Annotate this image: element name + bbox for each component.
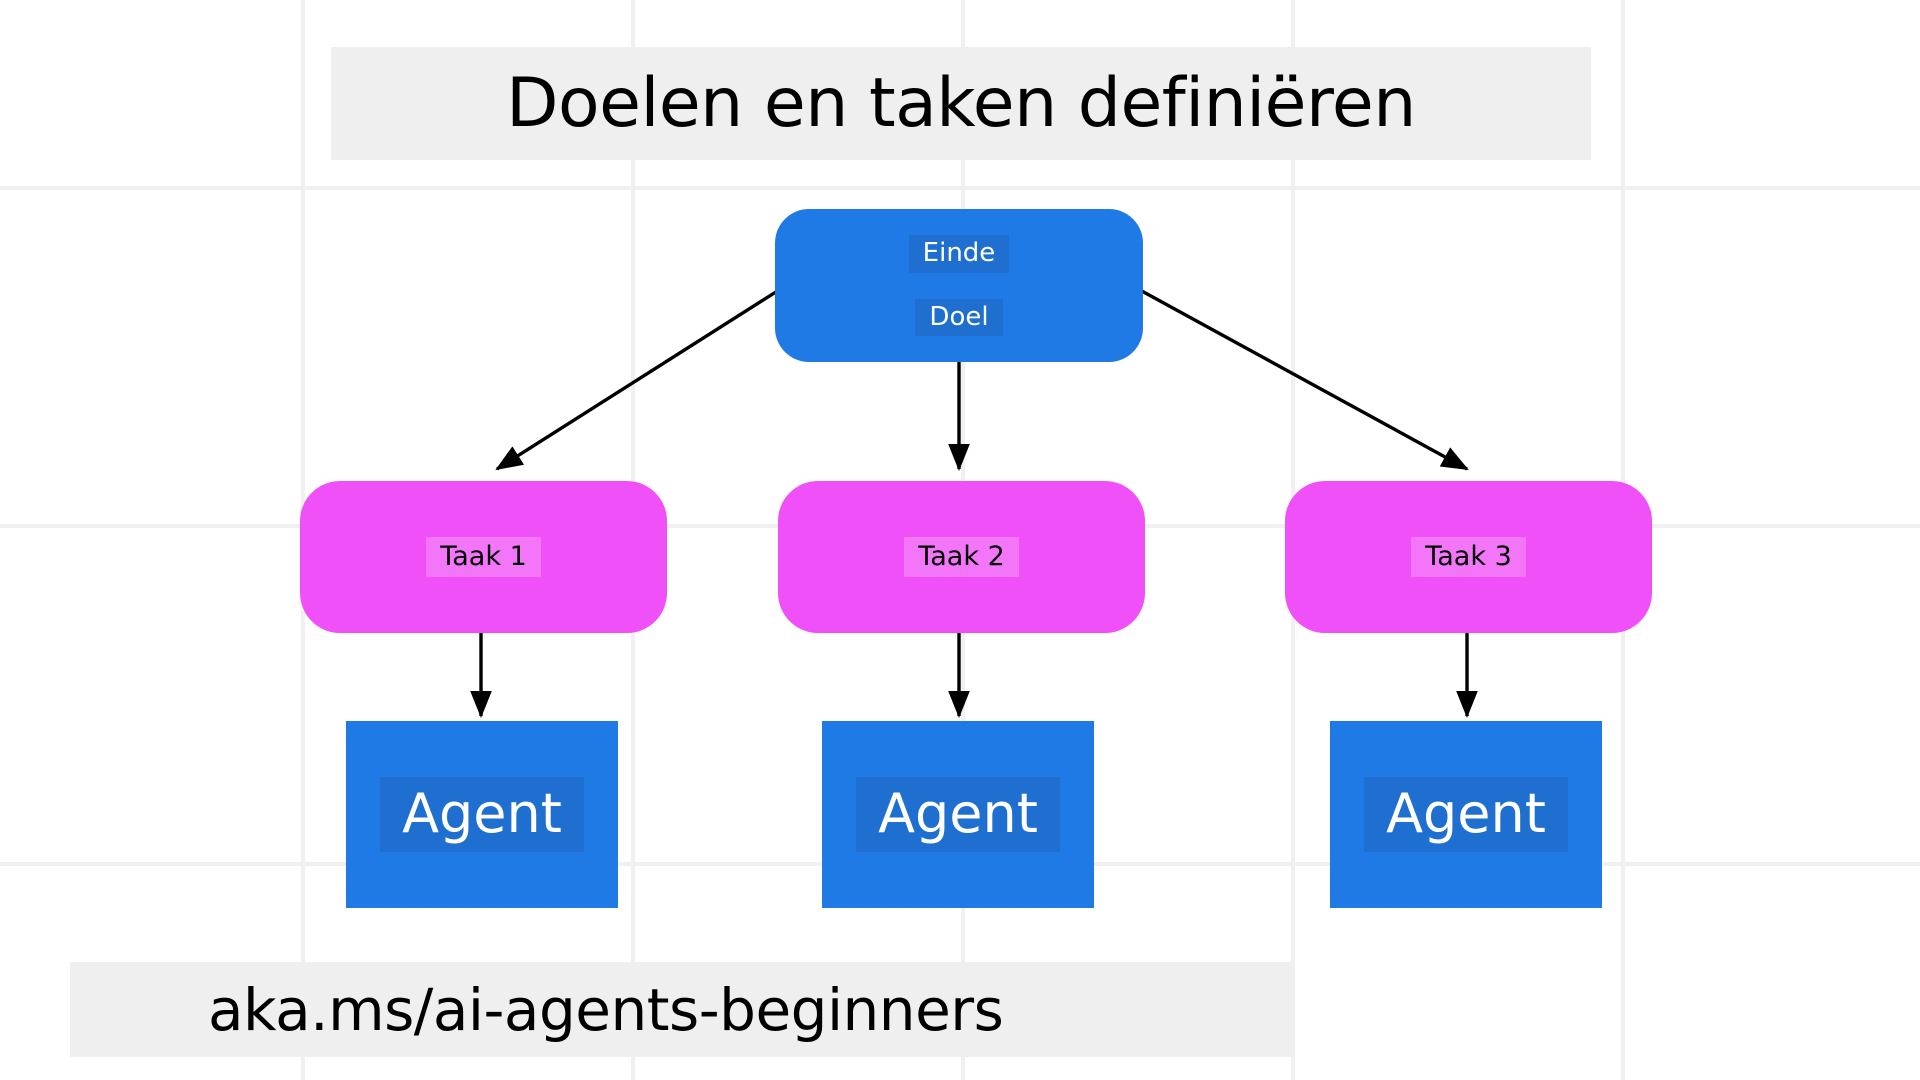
node-agent-2-label: Agent: [856, 777, 1060, 852]
node-agent-3[interactable]: Agent: [1330, 721, 1602, 908]
footer-url-text: aka.ms/ai-agents-beginners: [208, 975, 1004, 1044]
page-title-text: Doelen en taken definiëren: [506, 64, 1416, 143]
node-task-1[interactable]: Taak 1: [300, 481, 667, 633]
node-task-3[interactable]: Taak 3: [1285, 481, 1652, 633]
node-task-3-label: Taak 3: [1411, 537, 1526, 577]
footer-url: aka.ms/ai-agents-beginners: [70, 962, 1295, 1057]
node-task-2-label: Taak 2: [904, 537, 1019, 577]
edge-goal-to-task-1: [495, 288, 780, 471]
node-agent-3-label: Agent: [1364, 777, 1568, 852]
node-task-1-label: Taak 1: [426, 537, 541, 577]
page-title: Doelen en taken definiëren: [331, 47, 1591, 160]
node-goal[interactable]: Einde Doel: [775, 209, 1143, 362]
grid-line-horizontal: [0, 186, 1920, 190]
node-agent-1[interactable]: Agent: [346, 721, 618, 908]
node-goal-label-line-1: Einde: [908, 234, 1010, 273]
node-goal-label-line-2: Doel: [915, 298, 1003, 337]
node-agent-1-label: Agent: [380, 777, 584, 852]
node-task-2[interactable]: Taak 2: [778, 481, 1145, 633]
edge-goal-to-task-3: [1139, 288, 1469, 471]
node-agent-2[interactable]: Agent: [822, 721, 1094, 908]
